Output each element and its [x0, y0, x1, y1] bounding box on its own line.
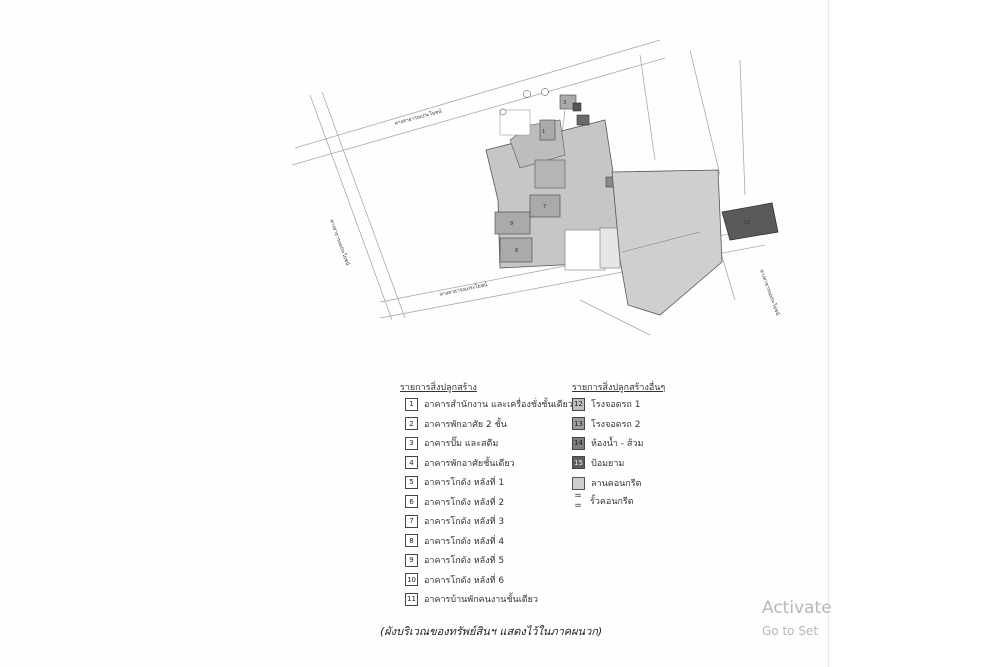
activation-watermark-subtitle: Go to Set [762, 624, 819, 638]
svg-text:7: 7 [543, 204, 546, 210]
legend-left-item-label: อาคารปั๊ม และสตีม [424, 439, 499, 449]
concrete-yard [611, 169, 723, 316]
legend-right-item-label: ป้อมยาม [591, 458, 625, 469]
svg-text:15: 15 [744, 220, 750, 226]
legend-left-item-row: 2 อาคารพักอาศัย 2 ชั้น [405, 417, 507, 431]
legend-right-title: รายการสิ่งปลูกสร้างอื่นๆ [572, 383, 666, 393]
legend-left-item-number: 9 [405, 553, 418, 567]
svg-text:1: 1 [542, 129, 545, 135]
legend-right-item-row: 13 โรงจอดรถ 2 [572, 417, 640, 431]
legend-left-item-row: 4 อาคารพักอาศัยชั้นเดียว [405, 456, 515, 470]
legend-right-item-row: 14 ห้องน้ำ - ส้วม [572, 436, 643, 450]
legend-left-item-number: 8 [405, 534, 418, 547]
legend-right-item-label: โรงจอดรถ 1 [591, 400, 641, 410]
legend-left-item-row: 3 อาคารปั๊ม และสตีม [405, 436, 498, 450]
legend-left-item-label: อาคารโกดัง หลังที่ 2 [424, 497, 505, 508]
legend-left-item-label: อาคารโกดัง หลังที่ 5 [424, 556, 505, 566]
fence-label: รั้วคอนกรีต [590, 497, 634, 507]
legend-left-item-label: อาคารโกดัง หลังที่ 6 [424, 575, 505, 586]
legend-left-item-row: 7 อาคารโกดัง หลังที่ 3 [405, 514, 504, 528]
legend-left-item-label: อาคารสำนักงาน และเครื่องชั่งชั้นเดียว [424, 400, 573, 410]
legend-left-item-label: อาคารพักอาศัย 2 ชั้น [424, 419, 507, 430]
legend-left-item-row: 5 อาคารโกดัง หลังที่ 1 [405, 475, 504, 489]
legend-left-item-label: อาคารโกดัง หลังที่ 4 [424, 536, 505, 547]
road-label-right: ทางสาธารณประโยชน์ [758, 268, 781, 317]
activation-watermark-title: Activate [762, 598, 832, 618]
fence-symbol: = = [574, 491, 582, 511]
legend-right-item-number: 15 [572, 456, 585, 469]
legend-left-item-row: 10 อาคารโกดัง หลังที่ 6 [405, 573, 504, 587]
legend-fence-row: = = รั้วคอนกรีต [572, 491, 634, 511]
legend-right-item-row: 15 ป้อมยาม [572, 456, 624, 470]
legend-right-item-number: 13 [572, 417, 585, 430]
restroom-block [721, 202, 779, 241]
concrete-swatch [572, 476, 585, 490]
legend-left-item-number: 3 [405, 436, 418, 450]
legend-concrete-row: ลานคอนกรีต [572, 476, 641, 490]
svg-text:3: 3 [563, 100, 566, 106]
legend-left-item-number: 6 [405, 495, 418, 508]
legend-left-item-row: 11 อาคารบ้านพักคนงานชั้นเดียว [405, 592, 538, 606]
legend-left-item-number: 7 [405, 514, 418, 528]
right-margin [828, 0, 1000, 667]
legend-left-item-label: อาคารบ้านพักคนงานชั้นเดียว [424, 595, 538, 605]
site-plan-map: 1 3 9 8 7 15 ทางสาธารณประโยชน์ ทางสาธารณ… [291, 39, 782, 336]
legend-right-item-row: 12 โรงจอดรถ 1 [572, 397, 640, 411]
legend-left-item-number: 5 [405, 475, 418, 489]
legend-left-item-number: 2 [405, 417, 418, 430]
legend-right-item-number: 12 [572, 397, 585, 411]
legend-right-item-label: ห้องน้ำ - ส้วม [591, 439, 644, 449]
legend-left-item-number: 1 [405, 397, 418, 411]
main-complex: 1 3 9 8 7 [485, 88, 621, 271]
legend-left-item-number: 4 [405, 456, 418, 469]
legend-right-item-number: 14 [572, 436, 585, 450]
legend-left-item-row: 1 อาคารสำนักงาน และเครื่องชั่งชั้นเดียว [405, 397, 573, 411]
legend-left-item-label: อาคารโกดัง หลังที่ 3 [424, 517, 505, 527]
legend-left-item-label: อาคารโกดัง หลังที่ 1 [424, 478, 505, 488]
caption: (ผังบริเวณของทรัพย์สินฯ แสดงไว้ในภาคผนวก… [380, 625, 603, 638]
legend-left-item-label: อาคารพักอาศัยชั้นเดียว [424, 458, 515, 469]
concrete-label: ลานคอนกรีต [591, 479, 642, 489]
legend-left-item-row: 9 อาคารโกดัง หลังที่ 5 [405, 553, 504, 567]
document-page: 1 3 9 8 7 15 ทางสาธารณประโยชน์ ทางสาธารณ… [291, 39, 782, 638]
svg-text:9: 9 [510, 221, 513, 227]
svg-text:8: 8 [515, 248, 518, 254]
legend-left-item-number: 10 [405, 573, 418, 586]
legend-left-title: รายการสิ่งปลูกสร้าง [400, 383, 477, 393]
legend-right-item-label: โรงจอดรถ 2 [591, 419, 641, 430]
road-label-left: ทางสาธารณประโยชน์ [328, 218, 351, 267]
legend-left-item-number: 11 [405, 592, 418, 606]
legend-left-item-row: 6 อาคารโกดัง หลังที่ 2 [405, 495, 504, 509]
legend-left-item-row: 8 อาคารโกดัง หลังที่ 4 [405, 534, 504, 548]
